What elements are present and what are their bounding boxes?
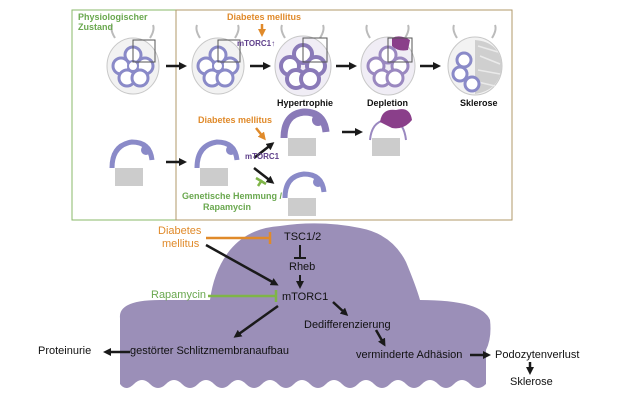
podocyte-detached xyxy=(369,109,412,156)
glomerulus-early-diabetes xyxy=(191,24,245,95)
podocyte-physiological xyxy=(109,139,155,186)
podocyte-hypertrophic xyxy=(280,108,330,156)
top-diabetes-label: Diabetes mellitus xyxy=(227,12,302,22)
slit-diaphragm-label: gestörter Schlitzmembranaufbau xyxy=(130,345,289,357)
podocyte-loss-label: Podozytenverlust xyxy=(495,349,580,361)
stage-label-sclerosis: Sklerose xyxy=(460,98,498,108)
rheb-label: Rheb xyxy=(289,261,316,273)
physiological-state-label-line1: Physiologischer xyxy=(78,12,148,22)
glomerulus-depletion xyxy=(360,24,416,96)
middle-diabetes-label: Diabetes mellitus xyxy=(198,115,273,125)
tsc-label: TSC1/2 xyxy=(284,231,322,243)
top-mtorc1-label: mTORC1↑ xyxy=(237,39,276,48)
glomerulus-physiological xyxy=(106,24,160,95)
pathway-mtorc1-label: mTORC1 xyxy=(282,291,329,303)
pathway-diabetes-line1: Diabetes xyxy=(158,225,202,237)
adhesion-label: verminderte Adhäsion xyxy=(356,349,463,361)
stage-label-hypertrophy: Hypertrophie xyxy=(277,98,334,108)
disease-panel-frame xyxy=(175,9,513,221)
stage-label-depletion: Depletion xyxy=(367,98,409,108)
middle-mtorc1-label: mTORC1 xyxy=(245,152,280,161)
inhibition-label-line1: Genetische Hemmung / xyxy=(182,191,283,201)
glomerulus-sclerosis xyxy=(447,24,503,96)
podocyte-rapamycin-protected xyxy=(282,171,327,216)
dedifferentiation-label: Dedifferenzierung xyxy=(304,319,391,331)
podocyte-early-diabetes xyxy=(194,139,240,186)
inhibition-label-line2: Rapamycin xyxy=(203,202,252,212)
sclerosis-label: Sklerose xyxy=(510,376,553,388)
pathway-diabetes-line2: mellitus xyxy=(162,238,200,250)
pathway-rapamycin-label: Rapamycin xyxy=(151,289,207,301)
physiological-state-label-line2: Zustand xyxy=(78,22,113,32)
proteinuria-label: Proteinurie xyxy=(38,345,92,357)
glomerulus-hypertrophy xyxy=(274,24,332,97)
podocyte-cell-body xyxy=(119,223,491,388)
